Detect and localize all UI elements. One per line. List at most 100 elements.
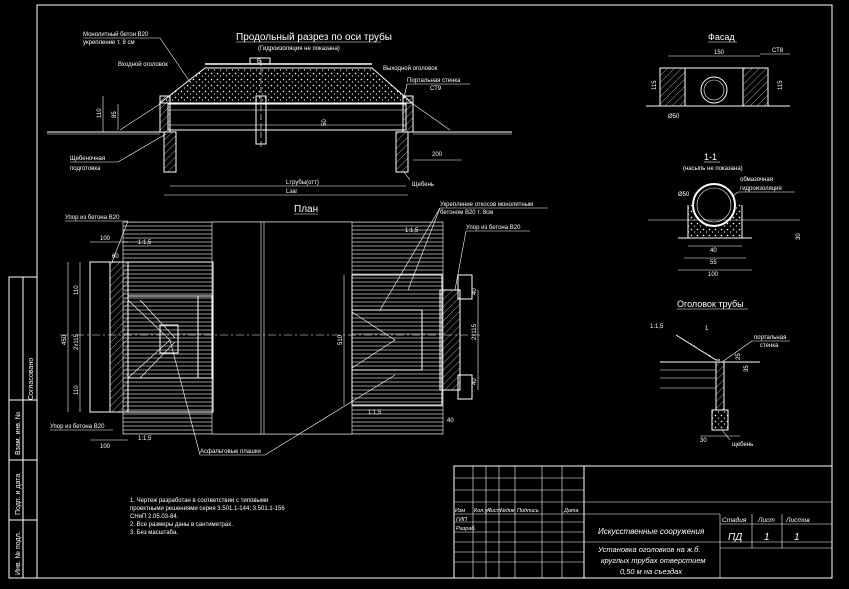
section-1-1: 1-1 (насыпь не показана) обмазочная гидр… — [648, 152, 802, 278]
facade-pipe — [700, 76, 728, 104]
section11-dim-55: 55 — [710, 260, 717, 266]
plan-dim-2x115-right: 2x115 — [472, 323, 478, 340]
plan-dim-2x115: 2x115 — [74, 333, 80, 350]
tb-stage-value: ПД — [728, 532, 742, 543]
tb-col-date: Дата — [563, 508, 579, 514]
plan-dim-110-b: 110 — [74, 385, 80, 395]
plan-title: План — [294, 204, 318, 215]
longitudinal-section: Продольный разрез по оси трубы (Гидроизо… — [47, 31, 512, 196]
plan-dim-40-a: 40 — [472, 288, 478, 295]
section11-pipe — [692, 183, 736, 227]
headwall-label-gravel: щебень — [732, 442, 753, 448]
tb-col-kol: Кол.уч — [474, 508, 491, 514]
plan-label-stop-bottom: Упор из бетона В20 — [50, 424, 105, 430]
section-long-title: Продольный разрез по оси трубы — [236, 31, 392, 43]
plan-slope-bl: 1:1,5 — [138, 436, 152, 442]
tb-sheet-value: 1 — [764, 532, 770, 543]
label-portal: Портальная стенка — [407, 78, 461, 84]
section11-title: 1-1 — [704, 152, 717, 162]
label-concrete: Монолитный бетон В20 — [83, 31, 149, 38]
plan-dim-100-bottom: 100 — [100, 444, 111, 450]
mark-b: В — [257, 59, 261, 65]
tb-col-izm: Изм — [455, 508, 465, 514]
plan-dim-510: 510 — [338, 334, 344, 345]
pipe-profile — [167, 103, 407, 131]
facade-dim-115-l: 115 — [652, 80, 658, 90]
note-1: 1. Чертеж разработан в соответствии с ти… — [130, 498, 268, 504]
note-1b: проектными решениями серия 3.501.1-144; … — [130, 506, 285, 512]
plan-label-slopes: Укрепление откосов монолитным — [440, 202, 533, 208]
tb-row-gip: ГИП — [456, 517, 467, 523]
outlet-headwall — [402, 95, 414, 133]
plan-slope-tr: 1:1,5 — [405, 228, 419, 234]
plan-slope-tl: 1:1,5 — [138, 240, 152, 246]
tb-sheets-value: 1 — [794, 532, 800, 543]
general-notes: 1. Чертеж разработан в соответствии с ти… — [130, 498, 285, 536]
plan-label-stop-top: Упор из бетона В20 — [65, 215, 120, 221]
section11-dim-100: 100 — [708, 272, 719, 278]
dim-total-length: Lзаг — [286, 189, 298, 195]
label-gravel: Щебень — [412, 182, 434, 188]
tb-row-checked: Разраб. — [456, 526, 476, 532]
facade-dim-115-r: 115 — [778, 80, 784, 90]
note-1c: СНиП 2.05.03-84. — [130, 514, 179, 520]
facade-dim-d: Ø50 — [668, 114, 680, 120]
plan-dim-40-c: 40 — [447, 418, 454, 424]
tb-sheet-label: Лист — [757, 517, 775, 524]
section11-label-wrap: обмазочная — [740, 177, 773, 183]
label-gravel-prep-sub: подготовка — [70, 166, 101, 172]
tb-sheets-label: Листов — [785, 517, 810, 524]
tb-project: Искусственные сооружения — [598, 527, 705, 536]
plan-label-stop-right: Упор из бетона В20 — [466, 225, 521, 231]
tb-title-3: 0,50 м на съездах — [620, 567, 682, 576]
headwall-label-portal-sub: стенка — [760, 343, 779, 349]
section11-dim-d: Ø50 — [678, 192, 690, 198]
tb-col-doc: №док — [500, 508, 515, 514]
tb-col-list: Лист — [486, 508, 502, 514]
plan-label-slopes-sub: бетоном В20 т. 8см — [440, 210, 493, 216]
title-block: Изм Кол.уч Лист №док Подпись Дата ГИП Ра… — [453, 465, 833, 579]
tb-stage-label: Стадия — [722, 516, 747, 524]
headwall-dim-25: 25 — [736, 353, 742, 360]
facade-view: Фасад 150 СТ8 115 115 Ø50 — [646, 32, 790, 120]
label-outlet: Выходной оголовок — [383, 65, 438, 72]
plan-dim-100-top: 100 — [100, 236, 111, 242]
note-3: 3. Без масштаба. — [130, 530, 178, 536]
headwall-detail: Оголовок трубы 1:1,5 1 портальная стенка… — [650, 299, 790, 448]
section11-label-wrap-sub: гидроизоляция — [740, 186, 782, 192]
dim-200: 200 — [432, 152, 443, 158]
headwall-slope: 1:1,5 — [650, 324, 664, 330]
tb-title-2: круглых трубах отверстием — [601, 556, 706, 565]
section-long-subtitle: (Гидроизоляция не показана) — [258, 46, 340, 52]
headwall-label-portal: портальная — [754, 335, 786, 341]
section11-dim-30: 30 — [796, 233, 802, 240]
dim-85: 85 — [112, 111, 118, 118]
plan-dim-450: 450 — [62, 334, 68, 345]
dim-pipe-length: Lтрубы(отт) — [286, 180, 319, 186]
label-inlet: Входной оголовок — [118, 61, 168, 68]
plan-slope-br: 1:1,5 — [368, 410, 382, 416]
side-sign-date: Подп. и дата — [15, 474, 22, 515]
label-concrete-sub: укрепление т. 8 см — [83, 40, 135, 46]
dim-50: 50 — [322, 119, 328, 126]
side-inv-orig: Инв. № подл. — [15, 531, 22, 575]
section11-subtitle: (насыпь не показана) — [683, 166, 743, 172]
plan-view: План 450 110 2x115 110 100 60 — [50, 202, 548, 456]
headwall-title: Оголовок трубы — [677, 299, 744, 309]
tb-col-sign: Подпись — [517, 508, 539, 514]
headwall-dim-35: 35 — [744, 365, 750, 372]
plan-dim-110-a: 110 — [74, 285, 80, 295]
headwall-dim-1: 1 — [705, 326, 709, 332]
note-2: 2. Все размеры даны в сантиметрах. — [130, 522, 233, 528]
section11-dim-40: 40 — [710, 248, 717, 254]
plan-inlet-headwall — [89, 261, 214, 413]
plan-label-asphalt: Асфальтовые плашки — [200, 449, 261, 455]
label-portal-code: СТ9 — [430, 86, 442, 92]
facade-dim-150: 150 — [714, 50, 725, 56]
plan-dim-40-b: 40 — [472, 378, 478, 385]
inlet-headwall — [159, 95, 171, 133]
label-gravel-prep: Щебеночная — [70, 156, 105, 162]
facade-title: Фасад — [708, 32, 735, 42]
embankment — [158, 67, 414, 104]
